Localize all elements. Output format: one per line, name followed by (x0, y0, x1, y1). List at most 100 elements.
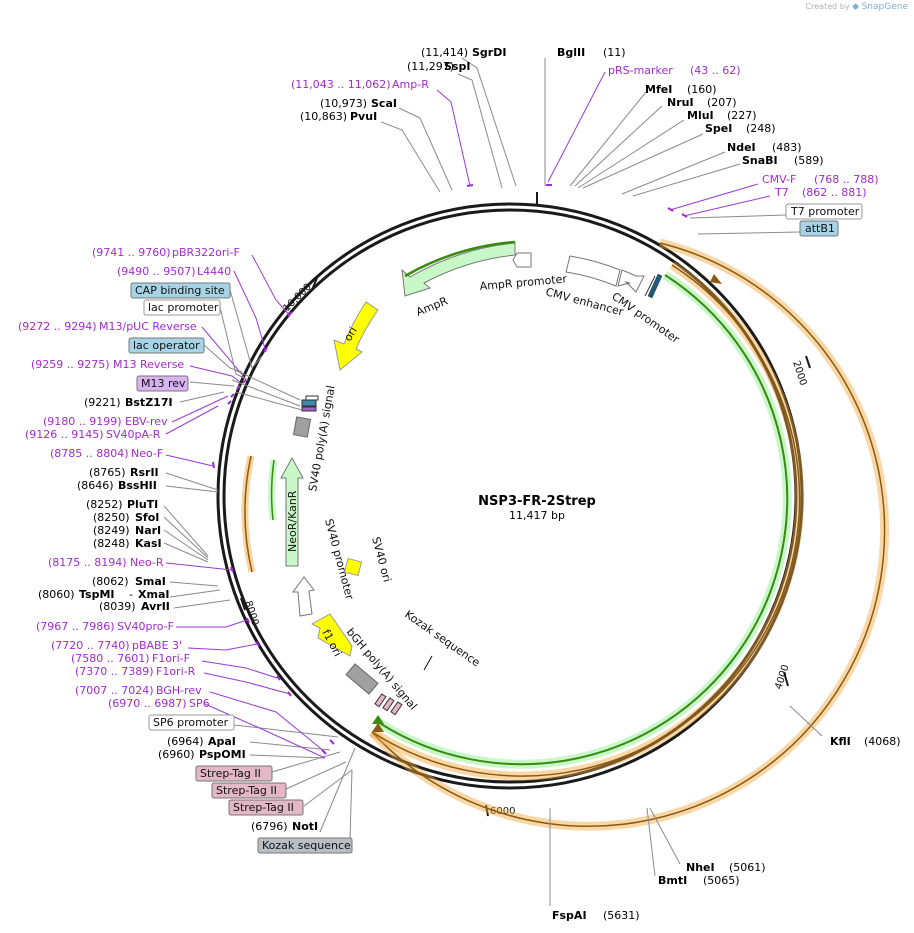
tick-label-4000: 4000 (773, 663, 791, 691)
neor-kanr-feature (280, 456, 304, 567)
neor-kanr-label: NeoR/KanR (286, 490, 299, 552)
enzyme-name-kasi: KasI (135, 537, 162, 550)
cmv-enhancer-feature (565, 255, 621, 287)
primer-pos-prs-marker: (43 .. 62) (690, 64, 741, 77)
primer-name-l4440: L4440 (197, 265, 231, 278)
attb1-mark (647, 273, 663, 299)
primer-pos-f1ori-r: (7370 .. 7389) (75, 665, 154, 678)
primer-pos-neo-f: (8785 .. 8804) (50, 447, 129, 460)
enzyme-pos-sspi: (11,297) (407, 60, 454, 73)
primer-name-pbr322ori-f: pBR322ori-F (172, 246, 240, 259)
cmv-promoter-feature (617, 269, 645, 293)
box-label-kozak-sequence: Kozak sequence (262, 839, 351, 852)
enzyme-name-spei: SpeI (705, 122, 732, 135)
backbone-inner (222, 208, 798, 784)
enzyme-pos-nrui: (207) (707, 96, 737, 109)
primer-name-sp6: SP6 (189, 697, 210, 710)
enzyme-name-apai: ApaI (208, 735, 236, 748)
boxed-labels: T7 promoter attB1 CAP binding site lac p… (128, 203, 863, 854)
enzyme-name-nari: NarI (135, 524, 161, 537)
enzyme-name-sspi: SspI (444, 60, 470, 73)
enzyme-pos-fspai: (5631) (603, 909, 640, 922)
enzyme-pos-kfli: (4068) (864, 735, 901, 748)
primer-name-f1ori-r: F1ori-R (156, 665, 196, 678)
tick-label-6000: 6000 (490, 806, 515, 817)
bgh-polya-feature (345, 663, 379, 695)
enzyme-name-pspomi: PspOMI (199, 748, 246, 761)
primer-name-m13puc-reverse: M13/pUC Reverse (99, 320, 197, 333)
ampr-feature (401, 242, 516, 297)
enzyme-pos-bglii: (11) (603, 46, 626, 59)
backbone-outer (216, 202, 804, 790)
box-label-strep-tag-3: Strep-Tag II (233, 801, 294, 814)
top-leader-lines (163, 57, 823, 906)
enzyme-pos-mlui: (227) (727, 109, 757, 122)
primer-pos-pbr322ori-f: (9741 .. 9760) (92, 246, 171, 259)
primer-pos-m13-reverse: (9259 .. 9275) (31, 358, 110, 371)
strep-tag-marks (374, 693, 403, 716)
primer-pos-l4440: (9490 .. 9507) (117, 265, 196, 278)
primer-name-neo-f: Neo-F (131, 447, 163, 460)
enzyme-name-scai: ScaI (371, 97, 397, 110)
primer-name-pbabe3: pBABE 3' (132, 639, 182, 652)
f1-ori-feature (310, 613, 353, 657)
primer-name-amp-r: Amp-R (392, 78, 429, 91)
primer-pos-ebv-rev: (9180 .. 9199) (43, 415, 122, 428)
enzyme-pos-spei: (248) (746, 122, 776, 135)
primer-name-neo-r: Neo-R (130, 556, 164, 569)
snapgene-logo-icon: ◆ (852, 2, 860, 12)
primer-pos-f1ori-f: (7580 .. 7601) (71, 652, 150, 665)
box-label-attb1: attB1 (805, 222, 835, 235)
box-label-lac-operator: lac operator (133, 339, 200, 352)
orf-arrowhead-3 (372, 715, 384, 724)
box-label-m13-rev: M13 rev (141, 377, 186, 390)
primer-name-prs-marker: pRS-marker (608, 64, 673, 77)
tick-marks (240, 277, 811, 817)
enzyme-pos-pluti: (8252) (86, 498, 123, 511)
enzyme-name-bglii: BglII (557, 46, 585, 59)
enzyme-pos-apai: (6964) (167, 735, 204, 748)
enzyme-pos-avrii: (8039) (99, 600, 136, 613)
primer-name-m13-reverse: M13 Reverse (113, 358, 184, 371)
enzyme-name-mfei: MfeI (645, 83, 672, 96)
box-label-strep-tag-2: Strep-Tag II (216, 784, 277, 797)
primer-name-bgh-rev: BGH-rev (156, 684, 202, 697)
primer-name-t7: T7 (774, 186, 789, 199)
ampr-promoter-feature (512, 252, 532, 268)
primer-name-ebv-rev: EBV-rev (125, 415, 168, 428)
enzyme-name-tspmi: TspMI (79, 588, 115, 601)
enzyme-name-noti: NotI (292, 820, 318, 833)
primer-pos-neo-r: (8175 .. 8194) (48, 556, 127, 569)
lac-promoter-mark (305, 395, 319, 401)
enzyme-name-mlui: MluI (687, 109, 714, 122)
primer-name-sv40pro-f: SV40pro-F (117, 620, 174, 633)
enzyme-name-fspai: FspAI (552, 909, 587, 922)
enzyme-name-snabi: SnaBI (742, 154, 778, 167)
primer-pos-pbabe3: (7720 .. 7740) (51, 639, 130, 652)
enzyme-name-pluti: PluTI (127, 498, 158, 511)
enzyme-pos-scai: (10,973) (320, 97, 367, 110)
primer-pos-bgh-rev: (7007 .. 7024) (75, 684, 154, 697)
orf-arc-middle-line (371, 264, 801, 777)
sv40-ori-feature (343, 557, 363, 577)
enzyme-name-sfoi: SfoI (135, 511, 159, 524)
enzyme-pos-mfei: (160) (687, 83, 717, 96)
enzyme-name-xmai: XmaI (138, 588, 169, 601)
snapgene-credit: Created by ◆ SnapGene (806, 2, 908, 12)
sv40-promoter-feature (292, 576, 315, 617)
enzyme-pos-noti: (6796) (251, 820, 288, 833)
primer-name-sv40pa-r: SV40pA-R (106, 428, 161, 441)
box-label-strep-tag-1: Strep-Tag II (200, 767, 261, 780)
enzyme-pos-bstz17i: (9221) (84, 396, 121, 409)
primer-name-f1ori-f: F1ori-F (152, 652, 190, 665)
orf-arc-outer-line (371, 242, 886, 828)
tick-label-8000: 8000 (242, 600, 260, 628)
enzyme-pos-rsrii: (8765) (89, 466, 126, 479)
enzyme-name-rsrii: RsrII (130, 466, 159, 479)
primer-labels: (11,043 .. 11,062) Amp-R pRS-marker (43 … (18, 64, 879, 710)
orf-arrowhead-2 (372, 723, 384, 732)
enzyme-name-avrii: AvrII (141, 600, 170, 613)
kozak-mark (423, 655, 433, 671)
enzyme-name-smai: SmaI (135, 575, 166, 588)
